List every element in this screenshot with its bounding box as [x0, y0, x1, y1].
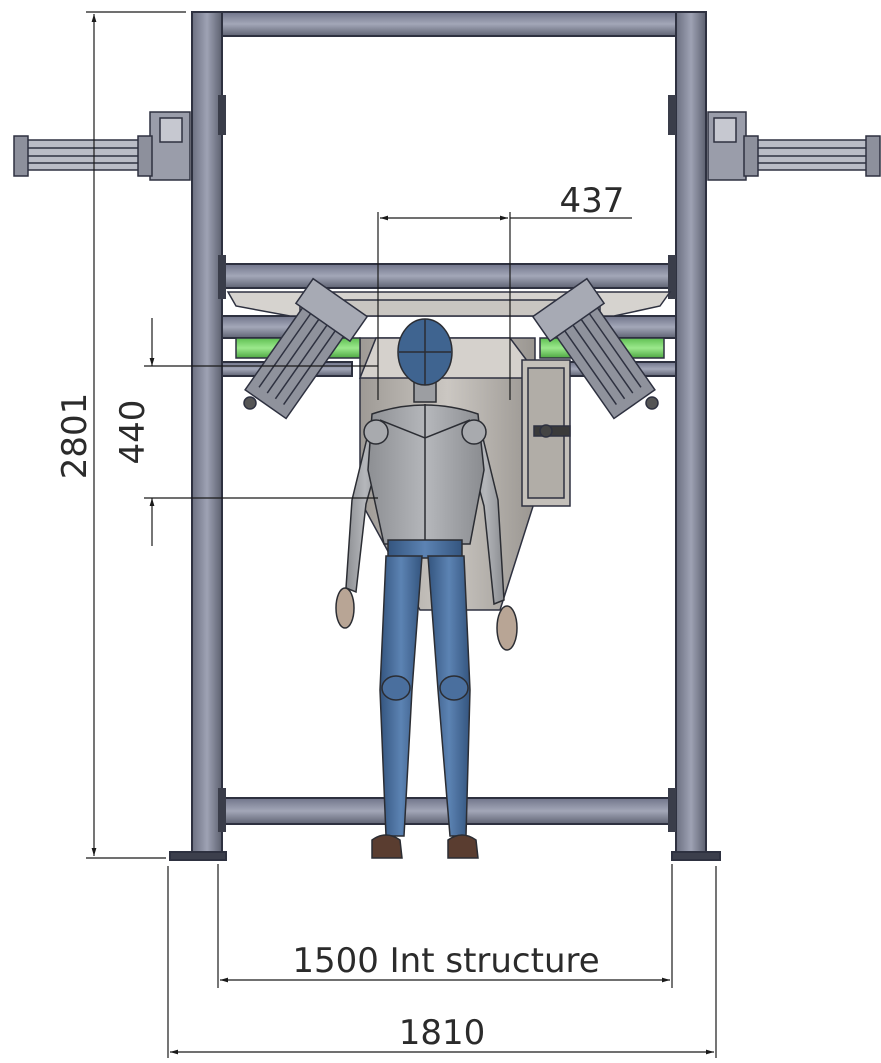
cylinder-right — [707, 111, 881, 181]
dimension-center-distance: 437 — [560, 181, 625, 221]
dimension-internal-width: 1500 Int structure — [292, 941, 599, 981]
right-shoe — [447, 834, 479, 859]
dimension-lines — [86, 11, 717, 1058]
left-foot — [169, 851, 227, 861]
dimension-height-total: 2801 — [55, 393, 95, 480]
right-hand — [496, 605, 518, 651]
right-foot — [671, 851, 721, 861]
motor-right — [531, 277, 665, 420]
motor-left — [235, 277, 369, 420]
right-post — [675, 11, 707, 859]
left-post — [191, 11, 223, 859]
torso-jacket — [367, 404, 485, 545]
frame-structure — [169, 11, 721, 861]
left-shoe — [371, 834, 403, 859]
upper-cross-beam — [221, 263, 677, 289]
operator-figure — [335, 318, 518, 859]
top-beam — [191, 11, 701, 37]
left-shoulder — [363, 419, 389, 445]
left-hand — [335, 587, 355, 629]
right-shoulder — [461, 419, 487, 445]
control-box — [521, 359, 571, 507]
dimension-external-width: 1810 — [399, 1013, 486, 1053]
dimension-hopper-offset: 440 — [113, 400, 153, 465]
cylinder-left — [13, 111, 191, 181]
post-brackets — [218, 95, 676, 832]
